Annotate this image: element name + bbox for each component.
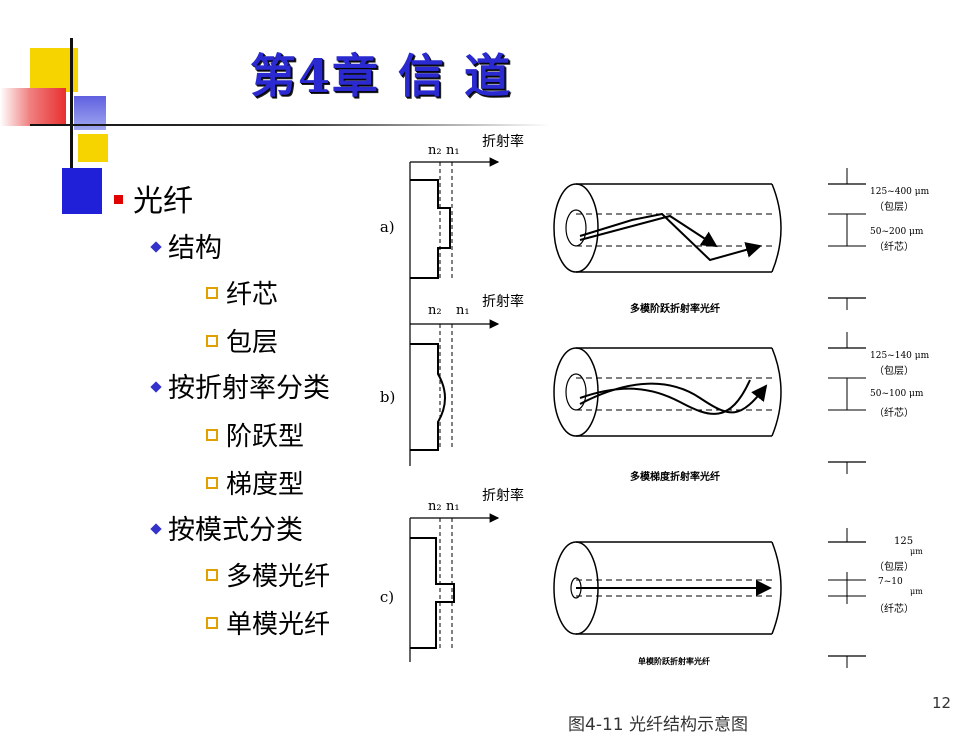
bullet-marker-hollow-square bbox=[206, 286, 218, 299]
fiber-structure-figure: n₂ n₁ 折射率 (a) 多模阶跃折射率光纤 125~400 μm （包层） … bbox=[380, 133, 930, 668]
bullet-marker-hollow-square bbox=[206, 334, 218, 347]
bullet-marker-square bbox=[114, 195, 123, 204]
dim-c-core-unit: μm bbox=[910, 587, 923, 596]
panel-b: n₂ n₁ 折射率 (b) 多模梯度折射率光纤 125~140 μm （包层） … bbox=[380, 293, 930, 483]
bullet-step: 阶跃型 bbox=[206, 416, 304, 453]
panel-label-a: (a) bbox=[380, 218, 395, 236]
decor-red-bar bbox=[0, 88, 66, 126]
label-n1-b: n₁ bbox=[456, 303, 470, 318]
label-n2-c: n₂ bbox=[428, 499, 442, 514]
label-refractive-index-b: 折射率 bbox=[482, 293, 524, 310]
bullet-marker-diamond bbox=[150, 522, 162, 535]
dim-c-core-name: （纤芯） bbox=[874, 602, 914, 615]
dim-a-core: 50~200 μm bbox=[870, 227, 924, 237]
dim-c-cladding-unit: μm bbox=[910, 547, 923, 556]
bullet-text: 阶跃型 bbox=[226, 422, 305, 452]
fiber-a-label: 多模阶跃折射率光纤 bbox=[630, 302, 720, 315]
dim-b-core-name: （纤芯） bbox=[874, 406, 914, 419]
panel-c: n₂ n₁ 折射率 (c) 单模阶跃折射率光纤 125 μm （包层） 7~10… bbox=[380, 487, 923, 668]
bullet-structure: 结构 bbox=[150, 226, 222, 265]
bullet-text: 纤芯 bbox=[226, 280, 279, 310]
dim-b-cladding: 125~140 μm bbox=[870, 351, 930, 361]
figure-caption: 图4-11 光纤结构示意图 bbox=[568, 715, 748, 735]
dim-a-cladding-name: （包层） bbox=[874, 200, 914, 213]
decor-blue-block bbox=[62, 168, 102, 214]
bullet-marker-hollow-square bbox=[206, 476, 218, 489]
bullet-text: 单模光纤 bbox=[226, 610, 331, 640]
fiber-b-label: 多模梯度折射率光纤 bbox=[630, 470, 720, 483]
dim-b-core: 50~100 μm bbox=[870, 389, 924, 399]
label-n2-b: n₂ bbox=[428, 303, 442, 318]
panel-label-b: (b) bbox=[380, 388, 395, 406]
panel-label-c: (c) bbox=[380, 588, 394, 606]
label-refractive-index-c: 折射率 bbox=[482, 487, 524, 504]
dim-c-core: 7~10 bbox=[878, 577, 903, 587]
bullet-cladding: 包层 bbox=[206, 322, 278, 359]
bullet-core: 纤芯 bbox=[206, 274, 278, 311]
bullet-multimode: 多模光纤 bbox=[206, 556, 330, 593]
bullet-text: 按模式分类 bbox=[168, 515, 303, 546]
label-n1-c: n₁ bbox=[446, 499, 460, 514]
decor-vertical-line bbox=[70, 38, 73, 170]
bullet-text: 多模光纤 bbox=[226, 562, 331, 592]
decor-yellow-square-small bbox=[78, 134, 108, 162]
label-n2: n₂ bbox=[428, 143, 442, 158]
bullet-marker-hollow-square bbox=[206, 568, 218, 581]
fiber-c-label: 单模阶跃折射率光纤 bbox=[638, 656, 710, 666]
dim-c-cladding-name: （包层） bbox=[874, 560, 914, 573]
dim-b-cladding-name: （包层） bbox=[874, 364, 914, 377]
page-number: 12 bbox=[932, 694, 952, 712]
bullet-text: 按折射率分类 bbox=[168, 373, 330, 404]
bullet-singlemode: 单模光纤 bbox=[206, 604, 330, 641]
label-refractive-index: 折射率 bbox=[482, 133, 524, 150]
bullet-graded: 梯度型 bbox=[206, 464, 304, 501]
bullet-text: 包层 bbox=[226, 328, 279, 358]
bullet-fiber: 光纤 bbox=[114, 176, 193, 220]
panel-a: n₂ n₁ 折射率 (a) 多模阶跃折射率光纤 125~400 μm （包层） … bbox=[380, 133, 930, 315]
bullet-text: 梯度型 bbox=[226, 470, 305, 500]
bullet-marker-diamond bbox=[150, 240, 162, 253]
bullet-marker-hollow-square bbox=[206, 616, 218, 629]
label-n1: n₁ bbox=[446, 143, 460, 158]
bullet-text: 结构 bbox=[168, 233, 222, 264]
bullet-marker-hollow-square bbox=[206, 428, 218, 441]
decor-horizontal-line bbox=[30, 124, 550, 126]
bullet-marker-diamond bbox=[150, 380, 162, 393]
dim-c-cladding: 125 bbox=[894, 536, 913, 547]
slide-title: 第4章 信 道 bbox=[250, 49, 513, 103]
bullet-by-mode: 按模式分类 bbox=[150, 508, 303, 547]
dim-a-core-name: （纤芯） bbox=[874, 240, 914, 253]
dim-a-cladding: 125~400 μm bbox=[870, 187, 930, 197]
bullet-by-index: 按折射率分类 bbox=[150, 366, 330, 405]
bullet-text: 光纤 bbox=[133, 184, 193, 219]
